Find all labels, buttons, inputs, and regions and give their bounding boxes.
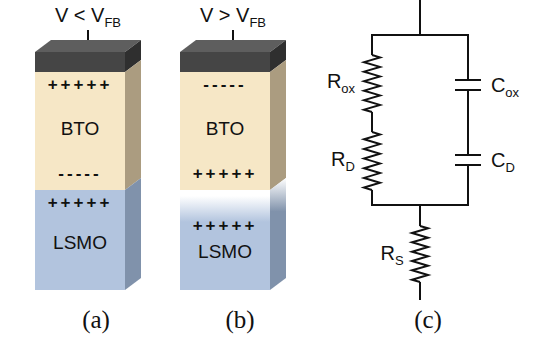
electrode-front [35,52,125,72]
bto-side [270,60,286,190]
panel-label: (b) [225,309,254,331]
charge-signs: +++++ [48,75,113,95]
electrode-top [180,40,286,52]
capacitor-plate [455,79,481,81]
component-label: R [327,70,341,92]
component-label: CD [491,149,515,174]
wire [419,0,421,35]
component-label: RS [380,242,403,267]
lsmo-side [270,178,286,290]
subscript: ox [341,78,355,100]
subscript: D [346,156,355,178]
component-label: Cox [491,74,519,99]
lsmo-side [125,178,141,290]
capacitor-plate [455,154,481,156]
voltage-condition: V < V [55,4,104,26]
wire [467,90,469,155]
lsmo-layer: +++++ LSMO [180,190,270,290]
wire [372,165,468,205]
wire [419,205,421,226]
component-label: R [331,148,345,170]
resistor-symbol [364,55,380,112]
bto-side [125,60,141,190]
panel-label: (a) [82,309,110,331]
voltage-condition: V > VFB [200,4,266,29]
charge-signs: ----- [203,75,246,95]
subscript: ox [505,82,519,104]
subscript: FB [249,12,266,34]
resistor-symbol [364,132,380,190]
component-label: RD [331,148,355,173]
layer-name: LSMO [198,242,252,262]
subscript: S [395,250,404,272]
component-label: C [491,149,505,171]
subscript: D [506,157,515,179]
component-label: Rox [327,70,355,95]
panel-label: (c) [414,309,442,331]
voltage-condition: V > V [200,4,249,26]
panel-label: (c) [414,309,442,331]
component-label: R [380,242,394,264]
charge-signs: +++++ [193,164,258,184]
wire [372,35,468,80]
panel-label: (b) [225,309,254,331]
panel-label: (a) [82,309,110,331]
charge-signs: +++++ [48,193,113,213]
charge-signs: ----- [58,164,101,184]
lsmo-layer: +++++ LSMO [35,190,125,290]
electrode-front [180,52,270,72]
charge-signs: +++++ [193,216,258,236]
voltage-condition: V < VFB [55,4,121,29]
layer-name: LSMO [53,233,107,253]
layer-name: BTO [61,119,100,139]
layer-name: BTO [206,119,245,139]
bto-layer: +++++ BTO ----- [35,72,125,190]
electrode-top [35,40,141,52]
wire [371,112,373,132]
component-label: C [491,74,505,96]
bto-layer: ----- BTO +++++ [180,72,270,190]
wire [419,282,421,300]
resistor-symbol [412,226,428,282]
capacitor-plate [455,164,481,166]
subscript: FB [104,12,121,34]
